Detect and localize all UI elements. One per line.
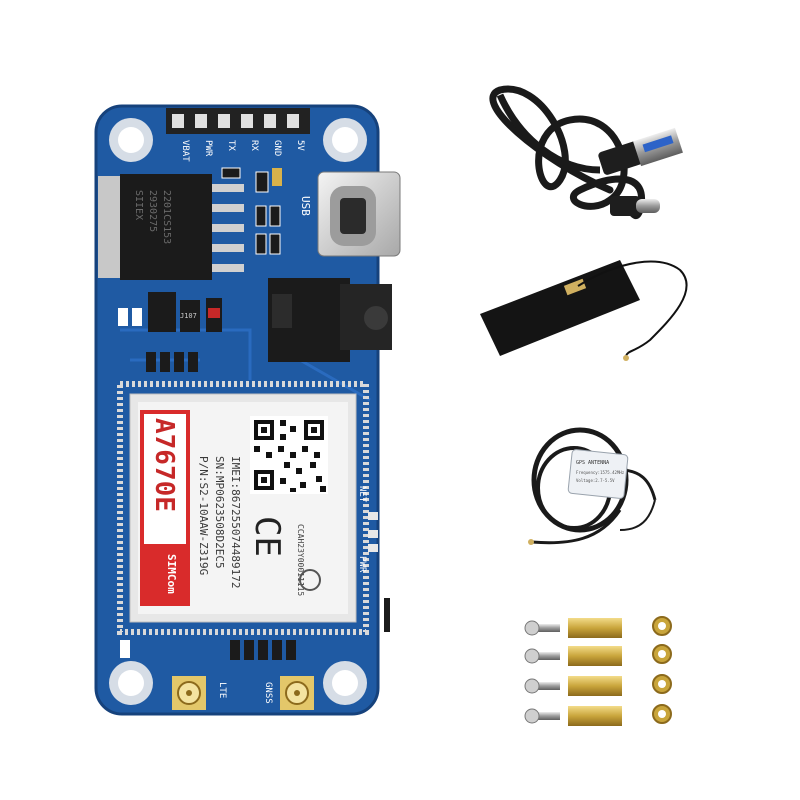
pin-label-rx: RX xyxy=(249,140,259,151)
gps-label-2: Frequency:1575.42MHz xyxy=(576,470,625,475)
screw-set-2 xyxy=(524,644,672,666)
smd-components-bottom xyxy=(120,640,296,660)
gps-antenna: GPS ANTENNA Frequency:1575.42MHz Voltage… xyxy=(528,427,657,545)
gnss-label: GNSS xyxy=(263,682,273,704)
module-pad-ring xyxy=(117,381,369,635)
pin-label-5v: 5V xyxy=(295,140,305,151)
module-model: A7670E xyxy=(149,418,179,512)
audio-jack xyxy=(268,278,392,362)
smd-components-middle: J107 xyxy=(118,292,222,372)
mounting-hole-bottom-left xyxy=(109,661,153,705)
pin-label-gnd: GND xyxy=(272,140,282,156)
pwr-label: PWR xyxy=(357,556,367,573)
certification-mark-icon xyxy=(299,569,321,591)
voltage-regulator: SIIEX 2930275 2201CS153 xyxy=(98,174,244,280)
smd-components-top xyxy=(221,167,282,255)
module-pn: P/N:S2-10AAW-Z319G xyxy=(197,456,210,575)
ce-mark: CE xyxy=(247,516,287,557)
lte-label: LTE xyxy=(217,682,227,698)
module-sn: SN:MP0623508D2EC5 xyxy=(213,456,226,569)
screw-set-4 xyxy=(524,704,672,726)
lte-flex-antenna xyxy=(480,260,688,361)
pin-label-vbat: VBAT xyxy=(180,140,190,162)
lte-antenna-connector xyxy=(172,676,206,710)
usb-a-plug xyxy=(598,127,683,175)
status-leds xyxy=(368,512,390,632)
net-label: NET xyxy=(357,486,367,503)
mounting-hardware xyxy=(524,616,672,726)
regulator-marking-1: SIIEX xyxy=(133,190,144,220)
regulator-marking-2: 2930275 xyxy=(147,190,158,232)
screw-set-1 xyxy=(524,616,672,638)
simcom-module: A7670E SIMCom P/N:S2-10AAW-Z319G SN:MP06… xyxy=(129,393,357,623)
mounting-hole-top-right xyxy=(323,118,367,162)
pin-header xyxy=(166,108,310,134)
qr-code xyxy=(250,416,328,494)
pcb-board: VBAT PWR TX RX GND 5V SIIEX 2930275 2201… xyxy=(94,104,401,716)
module-brand: SIMCom xyxy=(165,554,178,594)
pin-label-tx: TX xyxy=(226,140,236,151)
usb-cable xyxy=(489,85,683,220)
usb-label: USB xyxy=(299,196,312,216)
module-imei: IMEI:867255074489172 xyxy=(229,456,242,588)
mounting-hole-bottom-right xyxy=(323,661,367,705)
usb-c-plug xyxy=(610,196,660,216)
gps-label-1: GPS ANTENNA xyxy=(576,460,609,466)
gps-label-3: Voltage:2.7-5.5V xyxy=(576,478,615,483)
pin-label-pwr: PWR xyxy=(203,140,213,157)
mounting-hole-top-left xyxy=(109,118,153,162)
small-chip-marking: J107 xyxy=(180,312,197,320)
gnss-antenna-connector xyxy=(280,676,314,710)
screw-set-3 xyxy=(524,674,672,696)
usb-c-connector xyxy=(317,171,401,257)
ccah-code: CCAH23Y00011115 xyxy=(296,524,305,596)
regulator-marking-3: 2201CS153 xyxy=(161,190,172,244)
